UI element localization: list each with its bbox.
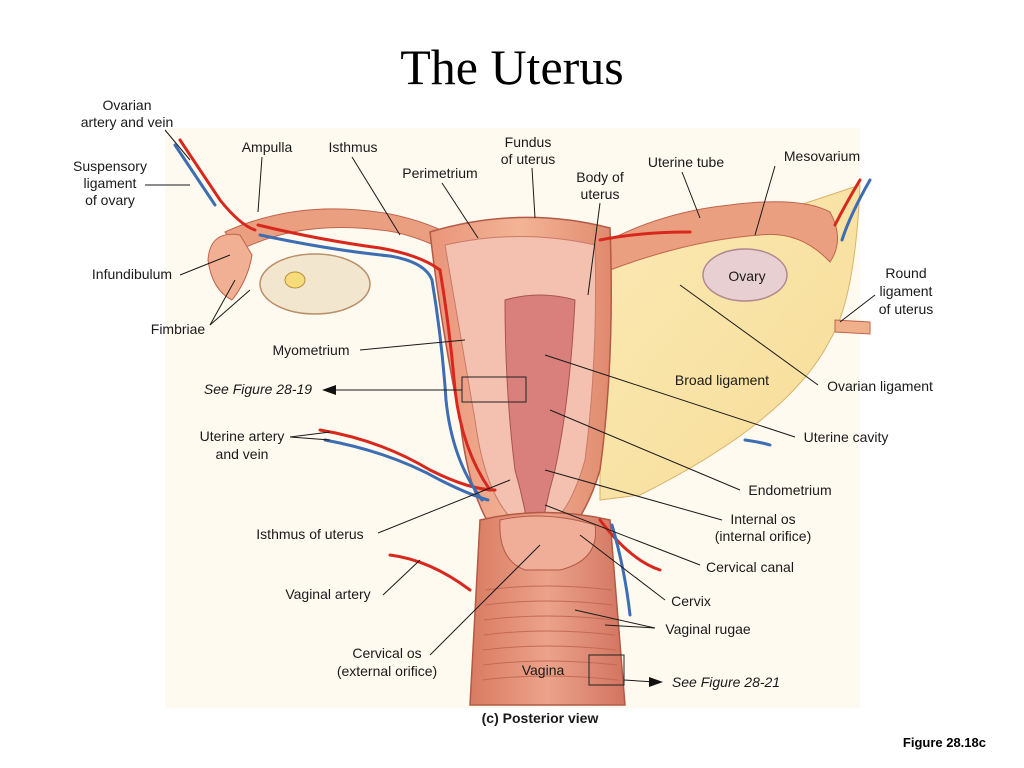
label-internal-os: Internal os bbox=[730, 511, 795, 527]
label-round-ligament-2: ligament bbox=[880, 283, 933, 299]
uterine-cavity-shape bbox=[504, 294, 576, 541]
label-ovarian-artery-vein: Ovarian bbox=[102, 97, 151, 113]
diagram-caption: (c) Posterior view bbox=[482, 710, 599, 726]
follicle-shape bbox=[284, 271, 306, 289]
label-cervix: Cervix bbox=[671, 593, 711, 609]
label-suspensory: Suspensory bbox=[73, 158, 147, 174]
label-vagina: Vagina bbox=[522, 662, 565, 678]
arrow-fig-21 bbox=[649, 677, 663, 687]
label-ampulla: Ampulla bbox=[242, 139, 293, 155]
label-see-figure-28-21: See Figure 28-21 bbox=[672, 674, 780, 690]
figure-reference: Figure 28.18c bbox=[902, 735, 986, 750]
label-ovarian-ligament: Ovarian ligament bbox=[827, 378, 933, 394]
diagram-labels: Ovarian artery and vein Suspensory ligam… bbox=[73, 97, 933, 726]
label-suspensory-3: of ovary bbox=[85, 192, 135, 208]
label-uterine-artery-vein: Uterine artery bbox=[200, 428, 285, 444]
label-myometrium: Myometrium bbox=[272, 342, 349, 358]
round-ligament-shape bbox=[834, 319, 871, 335]
label-body-of-uterus: Body of bbox=[576, 169, 624, 185]
label-suspensory-2: ligament bbox=[84, 175, 137, 191]
label-broad-ligament: Broad ligament bbox=[675, 372, 769, 388]
label-internal-os-2: (internal orifice) bbox=[715, 528, 811, 544]
label-cervical-canal: Cervical canal bbox=[706, 559, 794, 575]
label-vaginal-rugae: Vaginal rugae bbox=[665, 621, 751, 637]
label-cervical-os: Cervical os bbox=[352, 645, 421, 661]
label-isthmus: Isthmus bbox=[328, 139, 377, 155]
label-fimbriae: Fimbriae bbox=[151, 321, 206, 337]
label-round-ligament-3: of uterus bbox=[879, 301, 933, 317]
vagina-shape bbox=[469, 511, 626, 706]
label-fundus-2: of uterus bbox=[501, 151, 555, 167]
label-infundibulum: Infundibulum bbox=[92, 266, 172, 282]
label-cervical-os-2: (external orifice) bbox=[337, 663, 437, 679]
vaginal-rugae-lines bbox=[481, 585, 619, 681]
ovary-right-shape bbox=[702, 248, 788, 302]
label-uterine-cavity: Uterine cavity bbox=[804, 429, 889, 445]
arrow-fig-19 bbox=[322, 385, 336, 395]
label-see-figure-28-19: See Figure 28-19 bbox=[204, 381, 312, 397]
uterine-tube-right-shape bbox=[599, 201, 838, 271]
label-isthmus-of-uterus: Isthmus of uterus bbox=[256, 526, 363, 542]
label-endometrium: Endometrium bbox=[748, 482, 831, 498]
label-uterine-tube: Uterine tube bbox=[648, 154, 724, 170]
label-vaginal-artery: Vaginal artery bbox=[285, 586, 370, 602]
label-ovarian-artery-vein-2: artery and vein bbox=[81, 114, 174, 130]
label-ovary: Ovary bbox=[728, 268, 765, 284]
label-round-ligament: Round bbox=[885, 265, 926, 281]
label-body-of-uterus-2: uterus bbox=[581, 186, 620, 202]
label-uterine-artery-vein-2: and vein bbox=[216, 446, 269, 462]
label-fundus: Fundus bbox=[505, 134, 552, 150]
see-fig-21-box bbox=[588, 654, 625, 686]
ovary-left-shape bbox=[259, 253, 371, 315]
leader-lines bbox=[145, 129, 876, 687]
label-mesovarium: Mesovarium bbox=[784, 148, 860, 164]
fimbriae-shape bbox=[207, 233, 253, 301]
slide-title: The Uterus bbox=[400, 39, 624, 95]
label-perimetrium: Perimetrium bbox=[402, 165, 477, 181]
cervix-shape bbox=[499, 515, 597, 571]
